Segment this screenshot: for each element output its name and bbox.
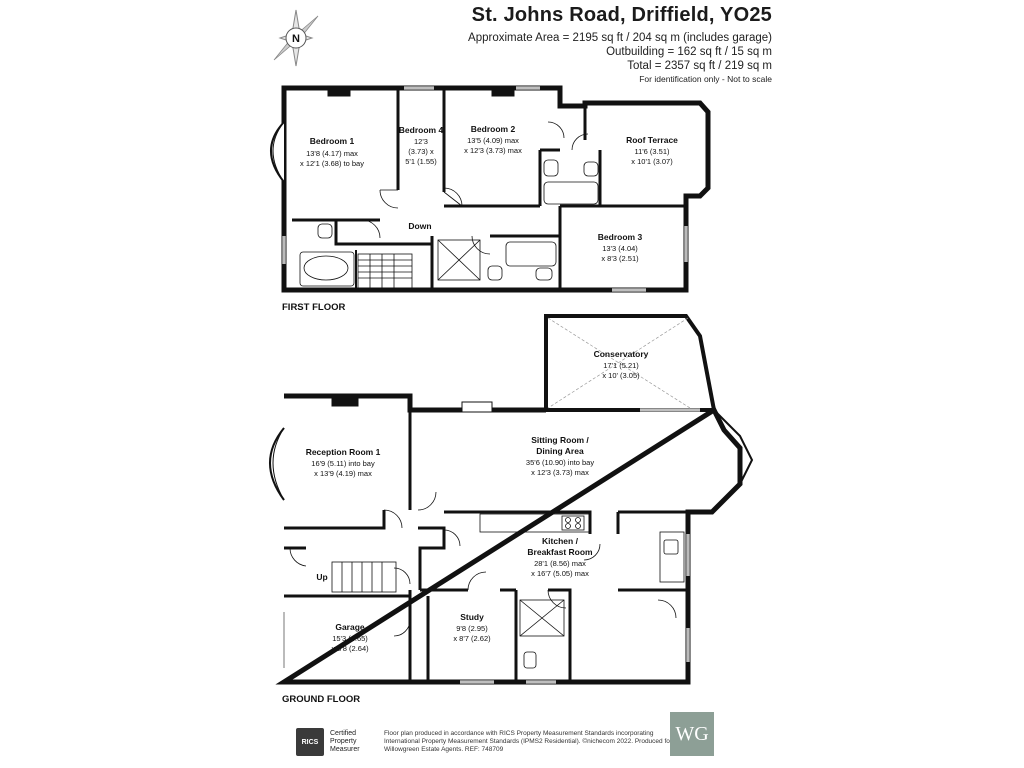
study-name: Study: [460, 612, 484, 622]
approximate-area: Approximate Area = 2195 sq ft / 204 sq m…: [468, 32, 772, 44]
bedroom4-dim1: 12'3: [414, 137, 428, 146]
conservatory-dim1: 17'1 (5.21): [603, 361, 639, 370]
rics-line3: Measurer: [330, 746, 360, 753]
footer-note: Floor plan produced in accordance with R…: [384, 730, 673, 753]
bedroom1-dim1: 13'8 (4.17) max: [306, 149, 358, 158]
disclaimer: For identification only - Not to scale: [639, 74, 772, 84]
bedroom3-name: Bedroom 3: [598, 232, 643, 242]
bedroom1-name: Bedroom 1: [310, 136, 355, 146]
agent-logo: WG: [670, 712, 714, 756]
rics-text: Certified Property Measurer: [330, 730, 360, 754]
stairs-down-label: Down: [408, 221, 431, 231]
study-dim2: x 8'7 (2.62): [453, 634, 491, 643]
kitchen-name2: Breakfast Room: [527, 547, 593, 557]
bedroom3-dim2: x 8'3 (2.51): [601, 254, 639, 263]
rics-logo: RICS: [296, 728, 324, 756]
ground-floor-plan: [269, 314, 754, 685]
reception1-dim1: 16'9 (5.11) into bay: [311, 459, 375, 468]
stairs-up-label: Up: [316, 572, 327, 582]
kitchen-name1: Kitchen /: [542, 536, 579, 546]
sitting-name2: Dining Area: [536, 446, 584, 456]
first-floor-label: FIRST FLOOR: [282, 302, 346, 313]
bedroom4-name: Bedroom 4: [399, 125, 444, 135]
rics-line2: Property: [330, 738, 357, 745]
bedroom3-dim1: 13'3 (4.04): [602, 244, 638, 253]
compass-icon: N: [273, 9, 319, 67]
conservatory-dim2: x 10' (3.05): [602, 371, 640, 380]
garage-dim2: x 8'8 (2.64): [331, 644, 369, 653]
sitting-dim1: 35'6 (10.90) into bay: [526, 458, 594, 467]
sitting-name1: Sitting Room /: [531, 435, 589, 445]
first-floor-plan: [270, 85, 711, 293]
rics-line1: Certified: [330, 730, 357, 737]
garage-name: Garage: [335, 622, 365, 632]
roof-terrace-name: Roof Terrace: [626, 135, 678, 145]
ground-floor-label: GROUND FLOOR: [282, 694, 361, 705]
page-title: St. Johns Road, Driffield, YO25: [471, 4, 772, 26]
bedroom4-dim3: 5'1 (1.55): [405, 157, 437, 166]
sitting-dim2: x 12'3 (3.73) max: [531, 468, 589, 477]
study-dim1: 9'8 (2.95): [456, 624, 488, 633]
reception1-dim2: x 13'9 (4.19) max: [314, 469, 372, 478]
bedroom2-name: Bedroom 2: [471, 124, 516, 134]
roof-terrace-dim2: x 10'1 (3.07): [631, 157, 673, 166]
compass-letter: N: [292, 33, 300, 45]
bedroom2-dim1: 13'5 (4.09) max: [467, 136, 519, 145]
conservatory-name: Conservatory: [594, 349, 649, 359]
garage-dim1: 15'3 (4.65): [332, 634, 368, 643]
area-summary: Approximate Area = 2195 sq ft / 204 sq m…: [468, 31, 772, 86]
bedroom1-dim2: x 12'1 (3.68) to bay: [300, 159, 364, 168]
roof-terrace-dim1: 11'6 (3.51): [634, 147, 670, 156]
outbuilding-area: Outbuilding = 162 sq ft / 15 sq m: [606, 46, 772, 58]
total-area: Total = 2357 sq ft / 219 sq m: [627, 60, 772, 72]
kitchen-dim2: x 16'7 (5.05) max: [531, 569, 589, 578]
rics-badge: RICS Certified Property Measurer: [296, 728, 380, 756]
bedroom2-dim2: x 12'3 (3.73) max: [464, 146, 522, 155]
kitchen-dim1: 28'1 (8.56) max: [534, 559, 586, 568]
bedroom4-dim2: (3.73) x: [408, 147, 434, 156]
reception1-name: Reception Room 1: [306, 447, 381, 457]
